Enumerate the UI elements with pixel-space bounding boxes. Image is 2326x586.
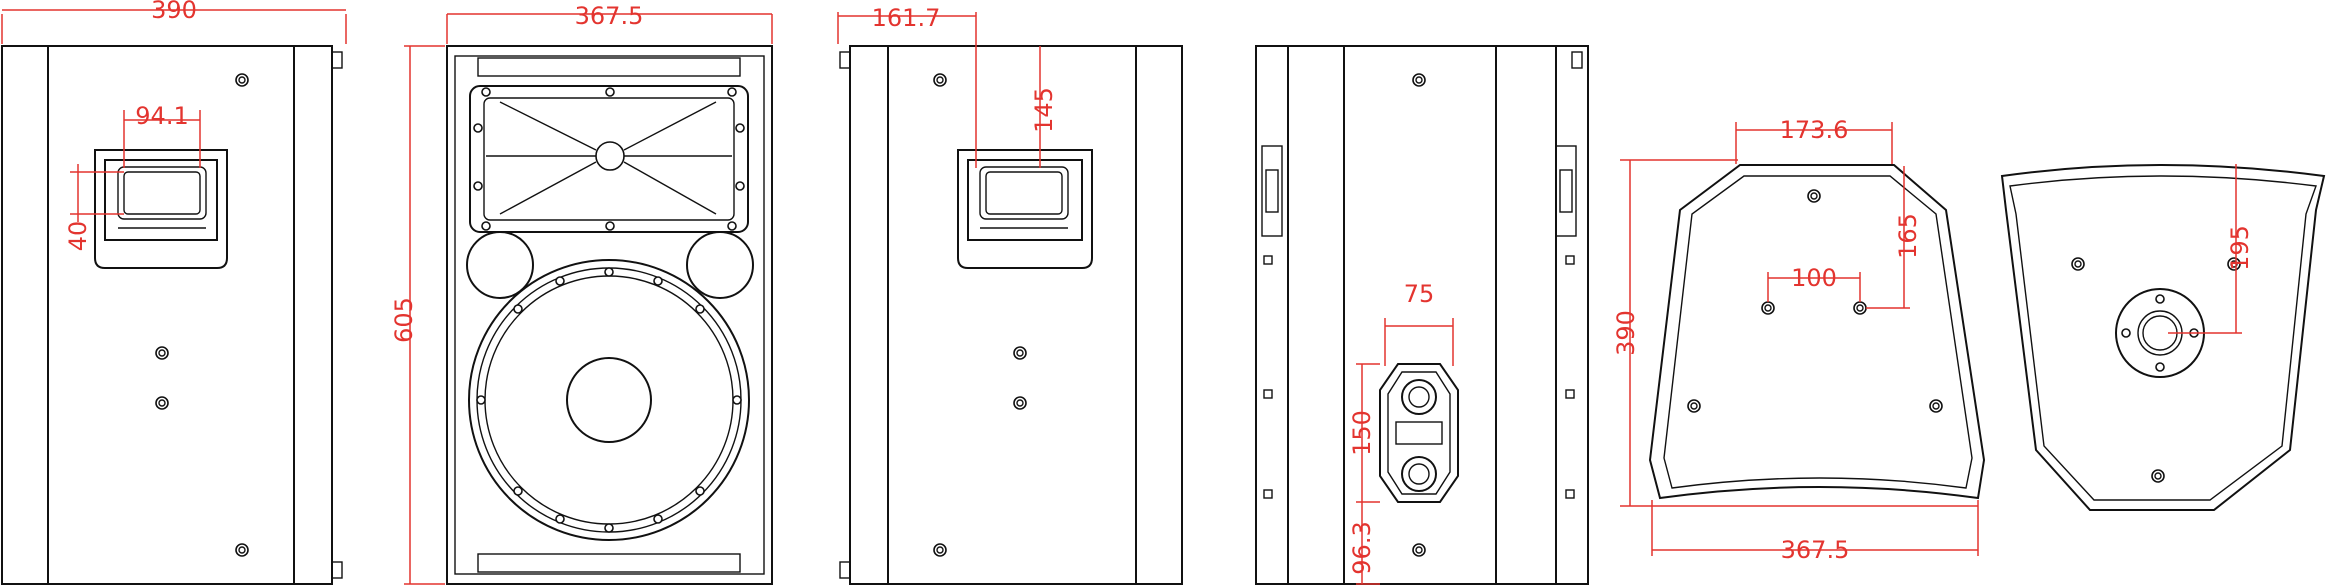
rear-dimensions: 75 150 96.3 <box>1348 280 1454 585</box>
right-side-view <box>839 45 1183 585</box>
dim-front-width: 367.5 <box>575 2 644 30</box>
dim-depth: 390 <box>1612 310 1640 356</box>
dim-pole-offset: 195 <box>2226 225 2254 271</box>
right-side-dimensions: 161.7 145 <box>837 4 1058 168</box>
dim-connector-spacing: 75 <box>1404 280 1435 308</box>
dim-side-width: 390 <box>151 0 197 24</box>
rear-view <box>1255 45 1589 585</box>
top-dimensions: 173.6 390 100 165 367.5 <box>1612 116 1979 564</box>
dim-handle-height: 40 <box>64 221 92 252</box>
dim-side-offset: 161.7 <box>872 4 941 32</box>
dim-front-height: 605 <box>390 297 418 343</box>
dim-mount-offset: 165 <box>1894 213 1922 259</box>
dim-mount-spacing: 100 <box>1791 264 1837 292</box>
left-side-dimensions: 390 94.1 40 <box>1 0 347 252</box>
bottom-view <box>2000 164 2326 511</box>
bottom-dimensions: 195 <box>2168 164 2254 334</box>
front-view <box>446 45 773 585</box>
dim-handle-width: 94.1 <box>135 102 188 130</box>
dim-connector-height: 150 <box>1348 410 1376 456</box>
dim-bottom-width: 367.5 <box>1781 536 1850 564</box>
dim-top-width: 173.6 <box>1780 116 1849 144</box>
dim-connector-offset: 96.3 <box>1348 521 1376 574</box>
dim-handle-offset: 145 <box>1030 87 1058 133</box>
left-side-view <box>1 45 343 585</box>
front-dimensions: 367.5 605 <box>390 2 773 585</box>
top-view <box>1648 164 1986 500</box>
